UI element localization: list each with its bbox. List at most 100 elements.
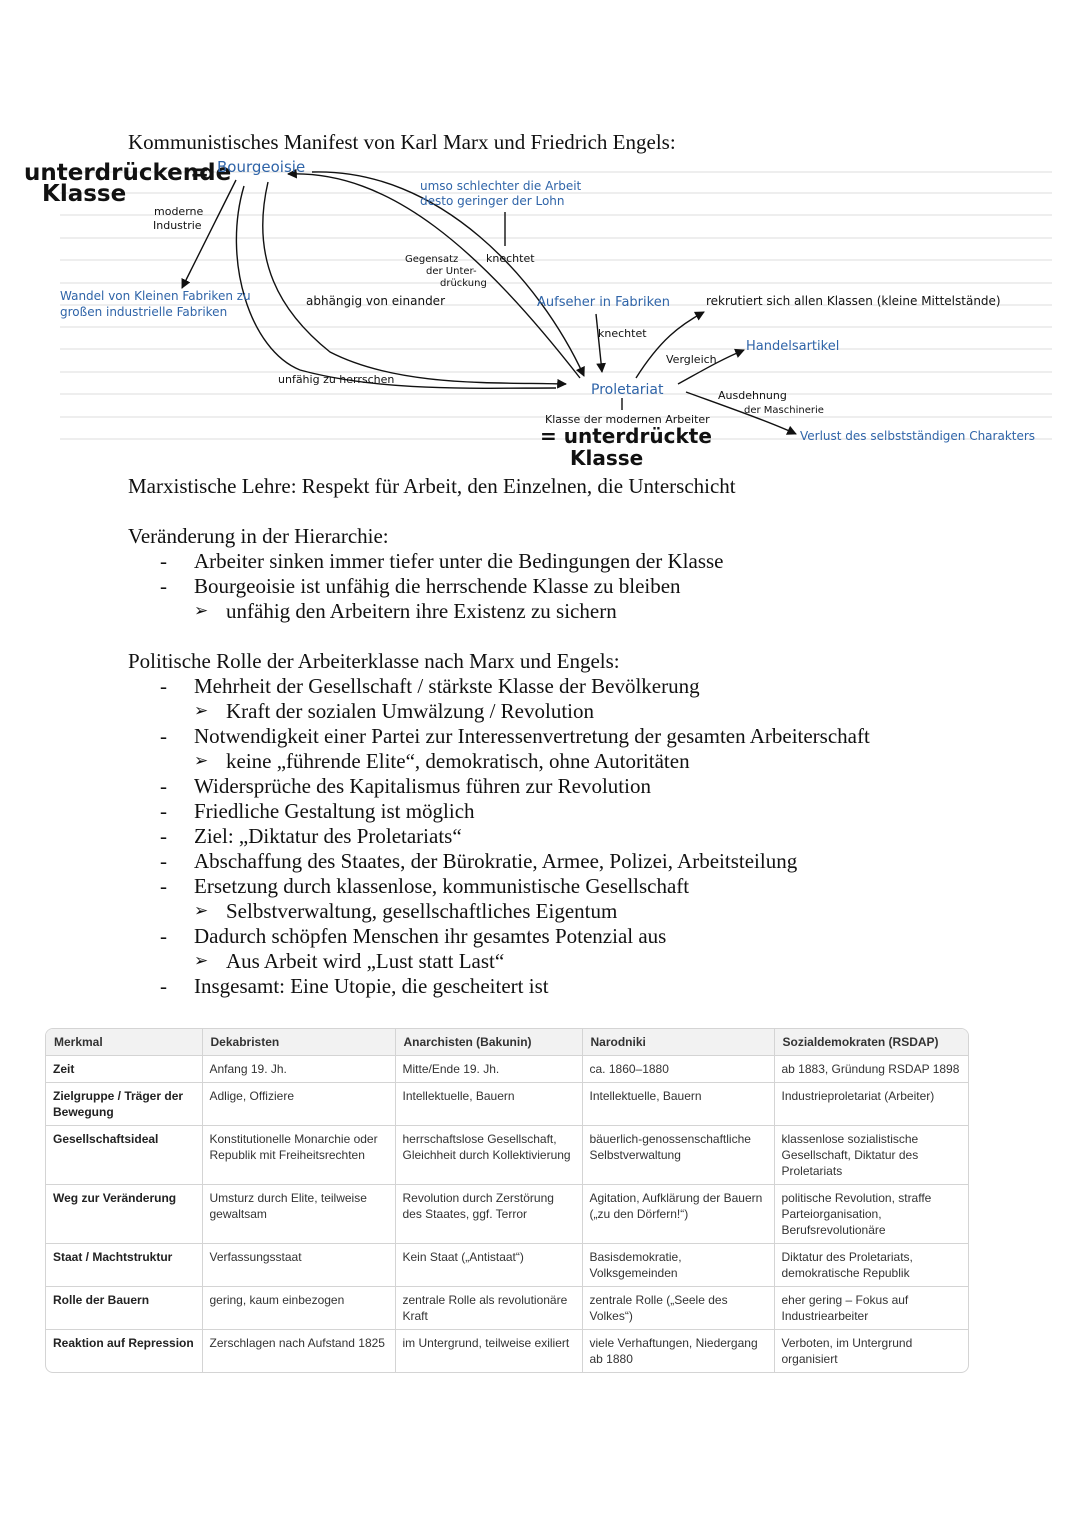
unable-rule-label: unfähig zu herrschen (278, 373, 394, 386)
table-cell: zentrale Rolle („Seele des Volkes“) (582, 1286, 775, 1330)
comparison-table: Merkmal Dekabristen Anarchisten (Bakunin… (45, 1028, 969, 1373)
table-cell: Verfassungsstaat (202, 1243, 396, 1287)
list-item: Ziel: „Diktatur des Proletariats“ (128, 824, 870, 849)
table-header-row: Merkmal Dekabristen Anarchisten (Bakunin… (46, 1029, 968, 1056)
enslaves-top: knechtet (486, 252, 535, 265)
table-row: Weg zur Veränderung Umsturz durch Elite,… (46, 1184, 968, 1244)
expansion-2: der Maschinerie (744, 405, 824, 416)
sub-list-item: unfähig den Arbeitern ihre Existenz zu s… (128, 599, 724, 624)
list-item: Insgesamt: Eine Utopie, die gescheitert … (128, 974, 870, 999)
arrow-loss (685, 391, 797, 435)
table-cell: Konstitutionelle Monarchie oder Republik… (202, 1125, 396, 1185)
list-item: Notwendigkeit einer Partei zur Interesse… (128, 724, 870, 749)
table-cell: Revolution durch Zerstörung des Staates,… (395, 1184, 583, 1244)
list-item: Bourgeoisie ist unfähig die herrschende … (128, 574, 724, 599)
industry-1: moderne (154, 205, 203, 218)
oppressed-class-2: Klasse (570, 446, 643, 470)
industry-2: Industrie (153, 219, 202, 232)
sub-list-item: keine „führende Elite“, demokratisch, oh… (128, 749, 870, 774)
rolle-heading: Politische Rolle der Arbeiterklasse nach… (128, 649, 620, 673)
sub-list-item: Aus Arbeit wird „Lust statt Last“ (128, 949, 870, 974)
arrow-trade (677, 348, 745, 385)
page-title: Kommunistisches Manifest von Karl Marx u… (128, 130, 676, 154)
lehre-section: Marxistische Lehre: Respekt für Arbeit, … (128, 474, 736, 499)
manifest-diagram: unterdrückende = Klasse Bourgeoisie mode… (24, 158, 1052, 470)
ruled-lines (60, 171, 1052, 440)
table-cell: Diktatur des Proletariats, demokratische… (774, 1243, 968, 1287)
comparison-label: Vergleich (666, 353, 717, 366)
sub-list-item: Selbstverwaltung, gesellschaftliches Eig… (128, 899, 870, 924)
table-cell: Zielgruppe / Träger der Bewegung (46, 1082, 203, 1126)
table-header: Narodniki (582, 1029, 775, 1056)
modern-workers-label: Klasse der modernen Arbeiter (545, 413, 710, 426)
recruits-label: rekrutiert sich allen Klassen (kleine Mi… (706, 294, 1001, 308)
change-2: großen industrielle Fabriken (60, 305, 227, 319)
table-cell: Anfang 19. Jh. (202, 1055, 396, 1083)
table-cell: bäuerlich-genossenschaftliche Selbstverw… (582, 1125, 775, 1185)
curve-dependent (262, 181, 567, 389)
list-item: Dadurch schöpfen Menschen ihr gesamtes P… (128, 924, 870, 949)
table-cell: Agitation, Aufklärung der Bauern („zu de… (582, 1184, 775, 1244)
table-row: Zeit Anfang 19. Jh. Mitte/Ende 19. Jh. c… (46, 1055, 968, 1083)
table-cell: Rolle der Bauern (46, 1286, 203, 1330)
table-cell: Reaktion auf Repression (46, 1329, 203, 1372)
table-row: Gesellschaftsideal Konstitutionelle Mona… (46, 1125, 968, 1185)
hierarchie-section: Veränderung in der Hierarchie: Arbeiter … (128, 524, 724, 624)
contrast-1: Gegensatz (405, 254, 458, 265)
wage-1: umso schlechter die Arbeit (420, 179, 582, 193)
oppressed-class-1: = unterdrückte (540, 424, 712, 448)
trade-article-label: Handelsartikel (746, 339, 839, 354)
enslaves-mid: knechtet (598, 327, 647, 340)
oppressing-class-1: unterdrückende (24, 160, 231, 186)
table-cell: Basisdemokratie, Volksgemeinden (582, 1243, 775, 1287)
list-item: Ersetzung durch klassenlose, kommunistis… (128, 874, 870, 899)
table-row: Staat / Machtstruktur Verfassungsstaat K… (46, 1243, 968, 1287)
arrow-bourgeoisie-proletariat (311, 171, 585, 377)
table-cell: Kein Staat („Antistaat“) (395, 1243, 583, 1287)
table-cell: im Untergrund, teilweise exiliert (395, 1329, 583, 1372)
table-cell: herrschaftslose Gesellschaft, Gleichheit… (395, 1125, 583, 1185)
hierarchie-heading: Veränderung in der Hierarchie: (128, 524, 389, 548)
table-header: Anarchisten (Bakunin) (395, 1029, 583, 1056)
table-row: Zielgruppe / Träger der Bewegung Adlige,… (46, 1082, 968, 1126)
table-header: Sozialdemokraten (RSDAP) (774, 1029, 968, 1056)
bourgeoisie-label: Bourgeoisie (217, 158, 305, 176)
table-cell: Gesellschaftsideal (46, 1125, 203, 1185)
table-header: Dekabristen (202, 1029, 396, 1056)
diagram-arrows (181, 168, 797, 435)
expansion-1: Ausdehnung (718, 389, 787, 402)
table-cell: viele Verhaftungen, Niedergang ab 1880 (582, 1329, 775, 1372)
dependent-label: abhängig von einander (306, 294, 445, 308)
table-cell: Industrieproletariat (Arbeiter) (774, 1082, 968, 1126)
table-header: Merkmal (46, 1029, 203, 1056)
table-row: Rolle der Bauern gering, kaum einbezogen… (46, 1286, 968, 1330)
proletariat-label: Proletariat (591, 382, 664, 398)
table-row: Reaktion auf Repression Zerschlagen nach… (46, 1329, 968, 1372)
table-cell: Zerschlagen nach Aufstand 1825 (202, 1329, 396, 1372)
arrow-recruits (635, 311, 705, 379)
arrow-industry (181, 179, 237, 289)
table-cell: zentrale Rolle als revolutionäre Kraft (395, 1286, 583, 1330)
table-cell: Intellektuelle, Bauern (395, 1082, 583, 1126)
change-1: Wandel von Kleinen Fabriken zu (60, 289, 251, 303)
list-item: Mehrheit der Gesellschaft / stärkste Kla… (128, 674, 870, 699)
contrast-3: drückung (440, 278, 487, 289)
table-cell: eher gering – Fokus auf Industriearbeite… (774, 1286, 968, 1330)
supervisor-label: Aufseher in Fabriken (537, 295, 670, 310)
list-item: Widersprüche des Kapitalismus führen zur… (128, 774, 870, 799)
table-cell: Verboten, im Untergrund organisiert (781, 1336, 913, 1366)
table-cell: Weg zur Veränderung (46, 1184, 203, 1244)
lehre-text: Marxistische Lehre: Respekt für Arbeit, … (128, 474, 736, 498)
arrow-supervisor (595, 313, 606, 373)
table-cell: Staat / Machtstruktur (46, 1243, 203, 1287)
sub-list-item: Kraft der sozialen Umwälzung / Revolutio… (128, 699, 870, 724)
table-cell: Intellektuelle, Bauern (582, 1082, 775, 1126)
table-cell: politische Revolution, straffe Parteiorg… (774, 1184, 968, 1244)
table-cell: ca. 1860–1880 (582, 1055, 775, 1083)
arrow-to-bourgeoisie (287, 168, 581, 379)
table-cell: Umsturz durch Elite, teilweise gewaltsam (202, 1184, 396, 1244)
rolle-section: Politische Rolle der Arbeiterklasse nach… (128, 649, 870, 999)
list-item: Abschaffung des Staates, der Bürokratie,… (128, 849, 870, 874)
oppressing-class-2: Klasse (42, 181, 126, 207)
equals-sign: = (190, 160, 209, 186)
